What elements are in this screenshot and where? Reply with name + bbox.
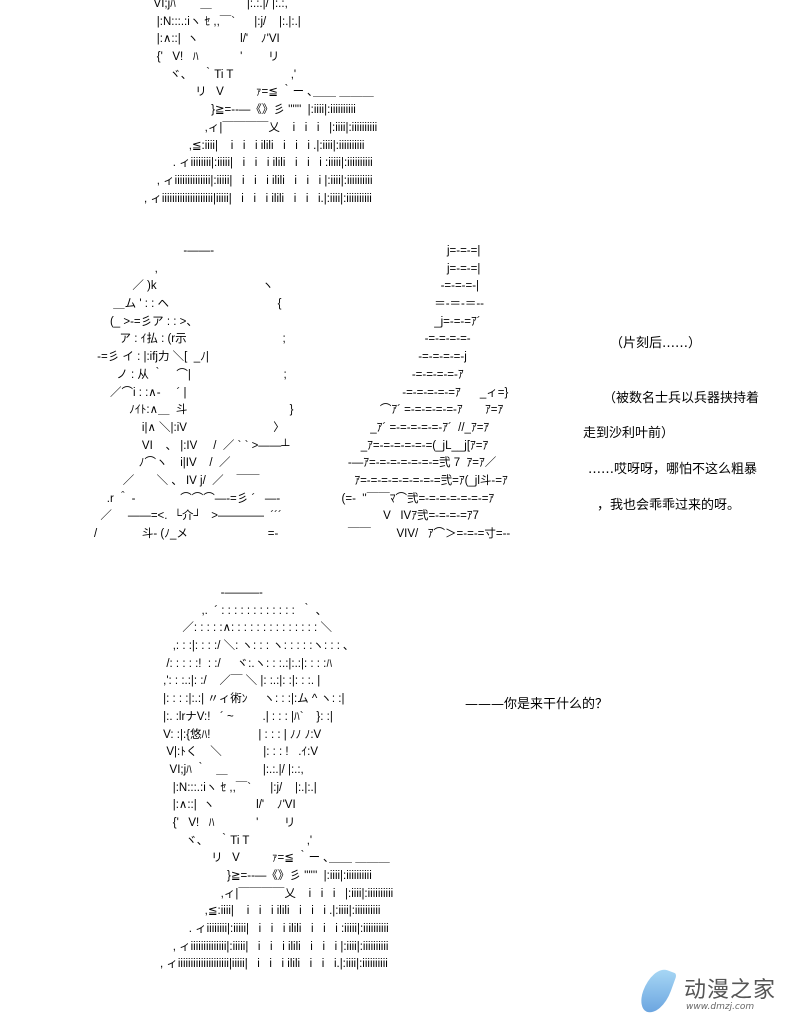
aa-line: ‐=‐=‐=‐=‐=ｱ _ィ=}: [300, 386, 509, 399]
aa-line: ‐=‐=‐=‐=‐ｱ: [300, 368, 464, 381]
dialogue-line2: ，我也会乖乖过来的呀。: [597, 498, 741, 513]
aa-line: , ィiiiiiiiiiiiiiiiiiiii|iiiii| i i i ili…: [128, 958, 388, 971]
aa-line: ,ィ|￣￣￣￣乂 i i i |:iiii|:iiiiiiiiii: [128, 121, 378, 134]
aa-line: /: : : : :! : :/ ヾ:.ヽ: : :.:|:.:|: : : :…: [128, 657, 333, 670]
aa-line: ,ィ|￣￣￣￣乂 i i i |:iiii|:iiiiiiiiii: [128, 887, 394, 900]
aa-line: ,': : :.:|: :/ ／￣ ＼ |: :.:|: :|: : :. |: [128, 675, 321, 688]
aa-line: |: : : :|:.:| 〃ィ術ﾝ ヽ: : :|:ム ^ ヽ: :|: [128, 693, 345, 706]
ascii-art-middle-figure: ‐――‐ , ／ )k ヽ ＿ム ' : : ヘ { (_ >‐=彡ア : : …: [78, 243, 294, 544]
aa-line: }≧=-‐―《》彡 '''''' |:iiii|:iiiiiiiiii: [128, 870, 372, 882]
aa-line: / 斗‐ (ﾉ_メ =‐: [78, 528, 279, 540]
aa-line: ‐=彡 イ : |:ifj力 ＼[ _ﾉ|: [78, 351, 209, 364]
aa-line: {' V! ﾊ ' リ: [128, 51, 280, 64]
aa-line: |:∧::| ヽ l/' ﾉ'VI: [128, 33, 280, 46]
aa-line: ‐―ｱ=‐=‐=‐=‐=‐=‐=弐 7 ｱ=ｱ／: [300, 457, 497, 470]
aa-line: ヾ､ ｀Ti T ,': [128, 68, 297, 81]
aa-line: ノ : 从 ｀ ⌒| ;: [78, 368, 287, 381]
aa-line: VI;jﾊ ｀ ＿ |:.:.|/ |:.:,: [128, 763, 304, 776]
caption-escorted-line1: （被数名士兵以兵器挟持着: [603, 391, 760, 406]
aa-line: }≧=-‐―《》彡 '''''' |:iiii|:iiiiiiiiii: [128, 104, 356, 117]
watermark-name: 动漫之家: [684, 978, 777, 1003]
dialogue-line1: ……哎呀呀，哪怕不这么粗暴: [588, 462, 758, 477]
watermark-logo: 动漫之家 www.dmzj.com: [636, 964, 800, 1022]
ascii-art-staircase: j=‐=‐=| j=‐=‐=| ‐=‐=‐=‐| ＝‐＝‐＝‐‐: [300, 243, 511, 544]
aa-line: {' V! ﾊ ' リ: [128, 816, 296, 829]
aa-line: , ィiiiiiiiiiiiiii|:iiiii| i i i ilili i …: [128, 940, 389, 953]
aa-line: ﾉｲﾄ:∧＿ 斗 }: [78, 404, 294, 417]
aa-line: ,. ´ : : : : : : : : : : : : ｀ ､: [128, 604, 322, 617]
aa-line: ‐=‐=‐=‐=‐: [300, 333, 471, 346]
watermark-url: www.dmzj.com: [686, 1002, 755, 1012]
aa-line: V: :|:{悠ﾊ! | : : : | ﾉﾉ ﾉ:V: [128, 728, 322, 741]
aa-line: ,≦:iiii| i i i ilili i i i .|:iiii|:iiii…: [128, 139, 365, 152]
aa-line: _ｱ=‐=‐=‐=‐=‐=(_jL__j[ｱ=ｱ: [300, 439, 489, 452]
aa-line: i|∧ ＼|:iV 〉: [78, 421, 285, 434]
aa-line: |:∧::| ヽ l/' ﾉ'VI: [128, 799, 296, 812]
aa-line: V IVｱ弐=‐=‐=‐=ｱ7: [300, 510, 479, 523]
aa-line: ＿ム ' : : ヘ {: [78, 298, 282, 311]
droplet-logo-icon: [636, 964, 678, 1018]
aa-line: ＝‐＝‐＝‐‐: [300, 298, 485, 311]
aa-line: VI 、 |:IV / ／ ` ` >――┴: [78, 439, 290, 452]
aa-line: V|:ﾄく ＼ |: : : ! .ｲ:V: [128, 746, 319, 759]
aa-line: ‐―――‐: [128, 587, 263, 599]
aa-line: ⌒ｱ´ =‐=‐=‐=‐=‐ｱ ｱ=ｱ: [300, 404, 504, 417]
aa-line: ‐――‐: [78, 245, 215, 257]
aa-line: ,: [78, 262, 158, 275]
aa-line: ／ ＼ 、 IV j/ ／ ￣￣: [78, 474, 260, 487]
aa-line: リ V ｧ=≦ ｀ー ､＿＿ ＿＿＿: [128, 852, 390, 865]
ascii-art-top-figure: VI;jﾊ ｀ ＿ |:.:.|/ |:.:, |:N:::.:iヽ ｾ ,,￣…: [128, 0, 377, 208]
aa-line: , ィiiiiiiiiiiiiii|:iiiii| i i i ilili i …: [128, 174, 373, 187]
aa-line: ア : ｲ払 : (r示 ;: [78, 333, 286, 346]
aa-line: ﾉ⌒ヽ i|IV / ／: [78, 457, 231, 470]
aa-line: ￣￣ VIV/ ｱ⌒＞=‐=‐=寸=‐‐: [300, 528, 511, 540]
aa-line: j=‐=‐=|: [300, 245, 481, 257]
caption-moment-later: （片刻后……）: [610, 336, 702, 351]
aa-line: . ィiiiiiiii|:iiiii| i i i ilili i i i :i…: [128, 923, 389, 936]
aa-line: |:N:::.:iヽ ｾ ,,￣` |:j/ |:.|:.|: [128, 781, 317, 794]
aa-line: VI;jﾊ ｀ ＿ |:.:.|/ |:.:,: [128, 0, 288, 10]
caption-escorted-line2: 走到沙利叶前）: [583, 426, 675, 441]
ascii-art-bottom-figure: ‐―――‐ ,. ´ : : : : : : : : : : : : ｀ ､ ／…: [128, 585, 393, 974]
aa-line: ｱ=‐=‐=‐=‐=‐=‐=‐=弐=ｱ(_jl斗‐=ｱ: [300, 474, 508, 487]
aa-line: j=‐=‐=|: [300, 262, 481, 275]
aa-line: リ V ｧ=≦ ｀ー ､＿＿ ＿＿＿: [128, 86, 374, 99]
aa-line: , ィiiiiiiiiiiiiiiiiiiii|iiiii| i i i ili…: [128, 192, 372, 205]
aa-line: ／⌒i : :∧‐ ´ |: [78, 386, 187, 399]
aa-line: |:. :lrナV:! ´ ~ .| : : : |ﾊ` }: :|: [128, 710, 333, 723]
aa-line: ／ ――=<. └介┘ >―――― ´´´: [78, 510, 282, 523]
aa-line: _j=‐=‐=ｱ´: [300, 315, 481, 328]
aa-line: ‐=‐=‐=‐|: [300, 280, 480, 293]
aa-line: _ｱ´ =‐=‐=‐=‐=‐ｱ´ //_ｱ=ｱ: [300, 421, 490, 434]
aa-line: |:N:::.:iヽ ｾ ,,￣` |:j/ |:.|:.|: [128, 15, 301, 28]
dialogue-question: ———你是来干什么的？: [465, 697, 609, 712]
aa-line: ／: : : : :∧: : : : : : : : : : : : : : ＼: [128, 622, 332, 635]
aa-line: (_ >‐=彡ア : : >、: [78, 315, 198, 328]
aa-line: ‐=‐=‐=‐=‐j: [300, 351, 467, 364]
aa-line: . ィiiiiiiii|:iiiii| i i i ilili i i i :i…: [128, 157, 373, 170]
aa-line: ／ )k ヽ: [78, 280, 274, 293]
aa-line: (=‐ ''￣￣ﾏ⌒弐=‐=‐=‐=‐=‐=‐=ｱ: [300, 492, 495, 505]
aa-line: ,≦:iiii| i i i ilili i i i .|:iiii|:iiii…: [128, 905, 381, 918]
aa-line: ,: : :|: : : :/ ＼: ヽ: : : ヽ: : : : :ヽ: :…: [128, 640, 349, 653]
aa-line: .r ＾ ‐ ⌒⌒⌒―‐=彡 ´ ―‐: [78, 492, 281, 505]
aa-line: ヾ､ ｀Ti T ,': [128, 834, 313, 847]
